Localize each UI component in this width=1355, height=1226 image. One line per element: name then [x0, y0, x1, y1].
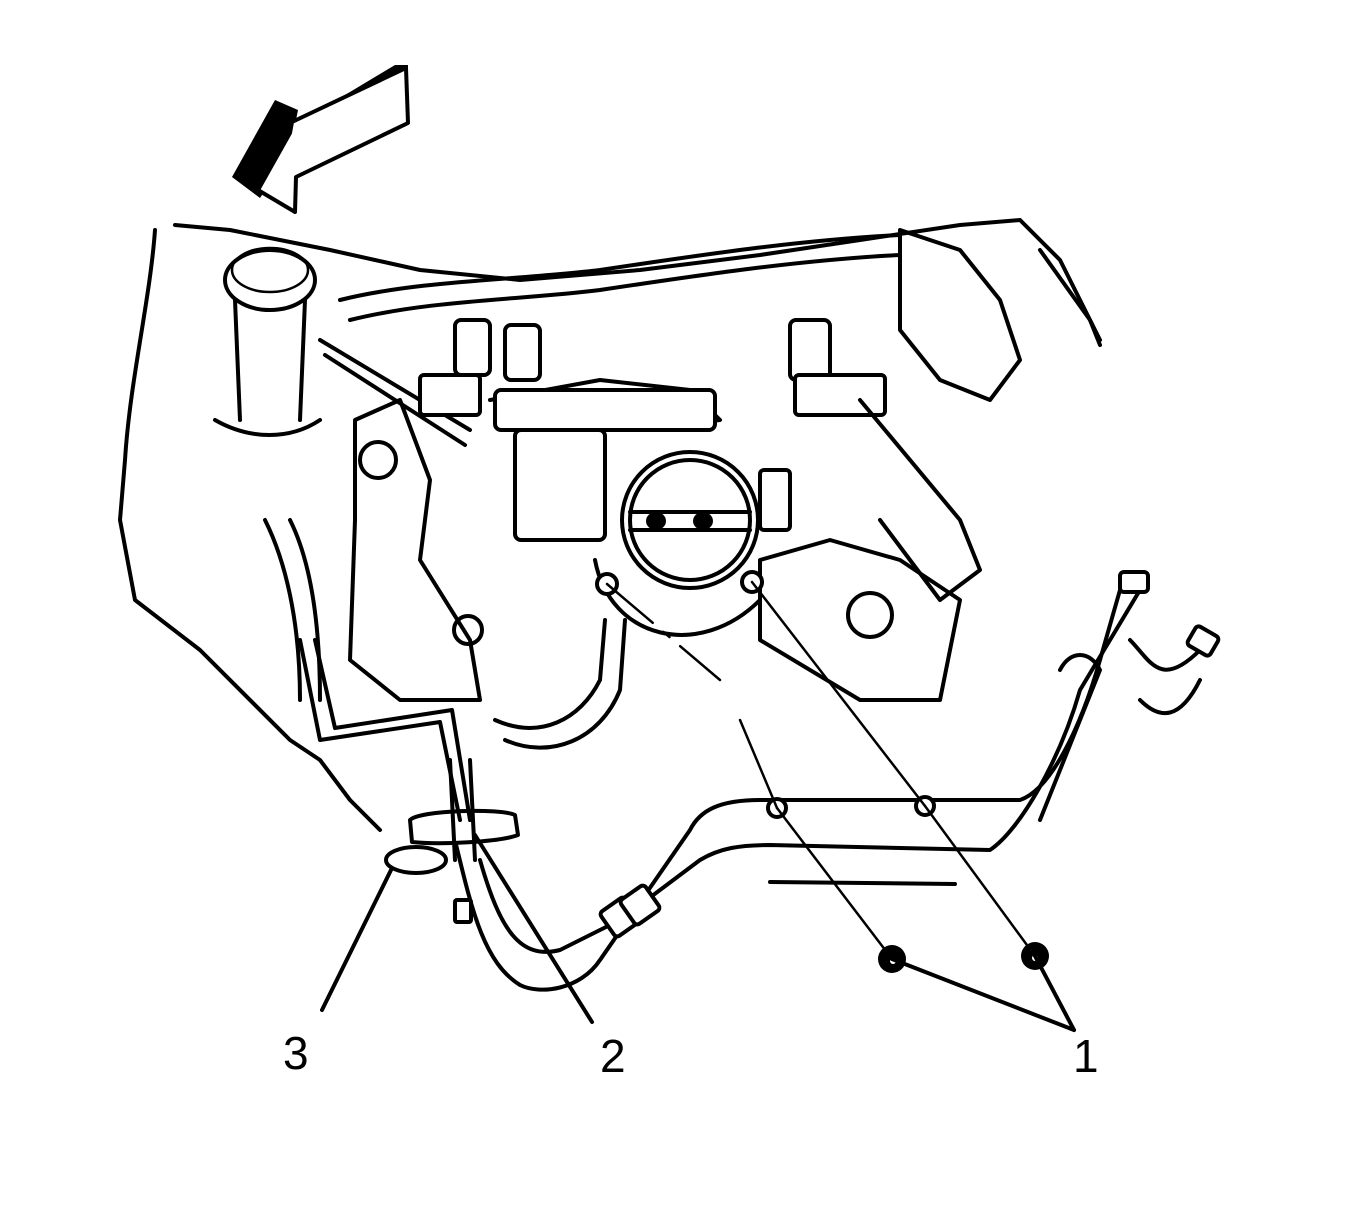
heater-pipe-assembly — [298, 570, 1221, 992]
engine-assembly — [118, 218, 1102, 832]
callout-label-1: 1 — [1073, 1030, 1099, 1082]
leader-lines — [320, 580, 1076, 1032]
callout-label-2: 2 — [600, 1030, 626, 1082]
direction-arrow-icon — [232, 65, 410, 214]
nut-icon — [878, 942, 1049, 973]
callout-label-3: 3 — [283, 1027, 309, 1079]
